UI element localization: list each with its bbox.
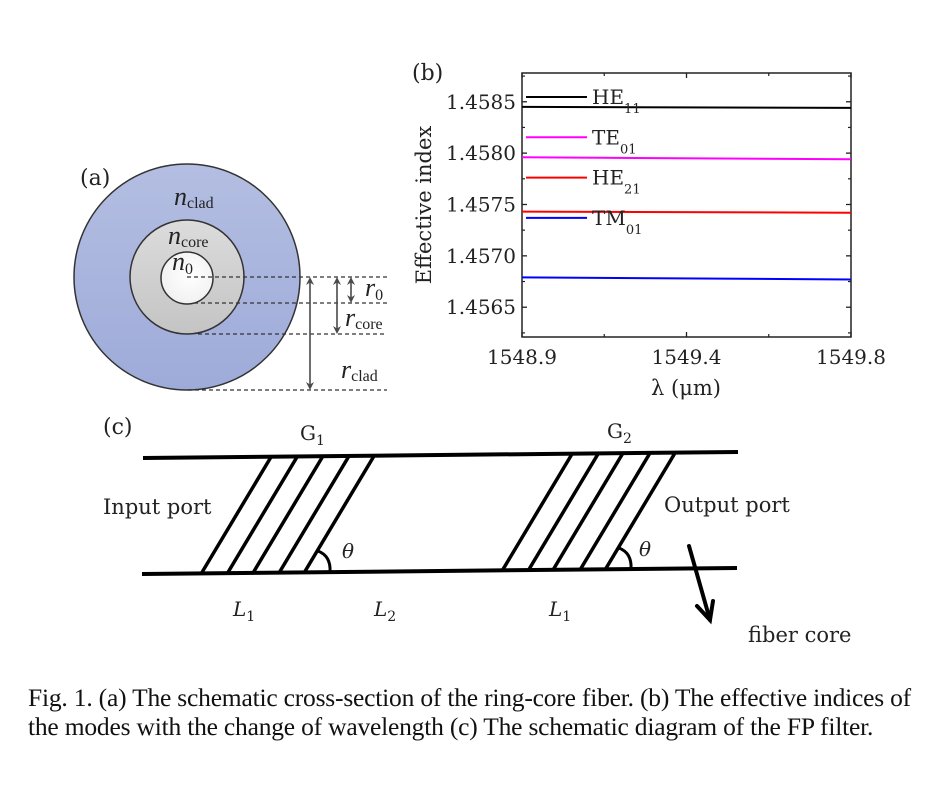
series-line-he21: [521, 210, 852, 214]
y-tick-label: 1.4570: [446, 244, 516, 268]
grating-line: [225, 456, 299, 575]
panel-a: (a) nclad ncore n0 r0: [73, 163, 387, 391]
figure-caption: Fig. 1. (a) The schematic cross-section …: [28, 683, 911, 741]
grating-line: [578, 452, 652, 571]
theta-label-2: θ: [639, 537, 651, 561]
series-line-te01: [521, 156, 852, 161]
grating-line: [251, 455, 325, 574]
rcore-label: rcore: [345, 303, 383, 333]
y-tick-label: 1.4565: [446, 295, 516, 319]
angle-arc-1: [317, 549, 332, 573]
y-tick-label: 1.4585: [446, 90, 516, 114]
x-tick-label: 1549.4: [652, 345, 722, 369]
input-port-label: Input port: [103, 495, 212, 519]
y-tick-label: 1.4580: [446, 141, 516, 165]
series-lines: [521, 105, 852, 281]
n-clad-label: nclad: [174, 182, 214, 212]
x-axis-label: λ (μm): [651, 376, 721, 400]
panel-b-chart: (b) Effective index λ (μm) 1.45651.45701…: [412, 61, 886, 400]
x-tick-label: 1548.9: [487, 345, 557, 369]
panel-a-label: (a): [80, 166, 110, 191]
grating-2: [500, 452, 677, 572]
grating-line: [277, 455, 351, 574]
y-tick-label: 1.4575: [446, 192, 516, 216]
angle-arc-2: [618, 546, 633, 570]
legend-label-te01: TE01: [592, 125, 637, 157]
radius-guide-lines: [187, 276, 387, 391]
grating-line: [199, 456, 273, 575]
rclad-label: rclad: [341, 355, 378, 385]
length-l1-label-a: L1: [232, 597, 255, 625]
x-tick-label: 1549.8: [816, 345, 886, 369]
output-port-label: Output port: [664, 493, 790, 517]
length-l2-label: L2: [373, 597, 396, 625]
legend-label-he21: HE21: [592, 166, 641, 198]
grating-2-label: G2: [607, 419, 632, 447]
grating-1: [199, 455, 376, 575]
grating-line: [551, 452, 625, 571]
y-axis-label: Effective index: [412, 126, 436, 285]
x-axis-ticks: 1548.9 1549.4 1549.8: [487, 73, 886, 369]
inner-circle: [160, 251, 214, 305]
series-line-he11: [521, 105, 852, 109]
legend-label-he11: HE11: [592, 85, 641, 117]
n-core-label: ncore: [168, 221, 209, 251]
grating-line: [500, 453, 574, 572]
grating-line: [302, 455, 376, 574]
panel-c: (c) G1 G2 θ θ Input port Output port: [103, 415, 851, 647]
panel-c-label: (c): [103, 415, 133, 440]
theta-label-1: θ: [342, 539, 354, 563]
legend-label-tm01: TM01: [592, 206, 642, 238]
fiber-core-label: fiber core: [748, 623, 851, 647]
length-l1-label-b: L1: [548, 597, 571, 625]
panel-b-label: (b): [412, 61, 443, 86]
series-line-tm01: [521, 276, 852, 281]
n-0-label: n0: [172, 247, 193, 278]
grating-line: [526, 453, 600, 572]
fiber-core-arrow: [687, 544, 715, 625]
radius-arrows: [306, 277, 355, 390]
fiber-bottom-edge: [141, 566, 738, 576]
grating-1-label: G1: [300, 421, 325, 449]
plot-frame: [521, 72, 852, 338]
grating-line: [603, 452, 677, 571]
r0-label: r0: [365, 273, 383, 304]
y-axis-ticks: 1.4565 1.4570 1.4575 1.4580 1.4585: [446, 75, 851, 334]
fiber-top-edge: [142, 450, 739, 460]
